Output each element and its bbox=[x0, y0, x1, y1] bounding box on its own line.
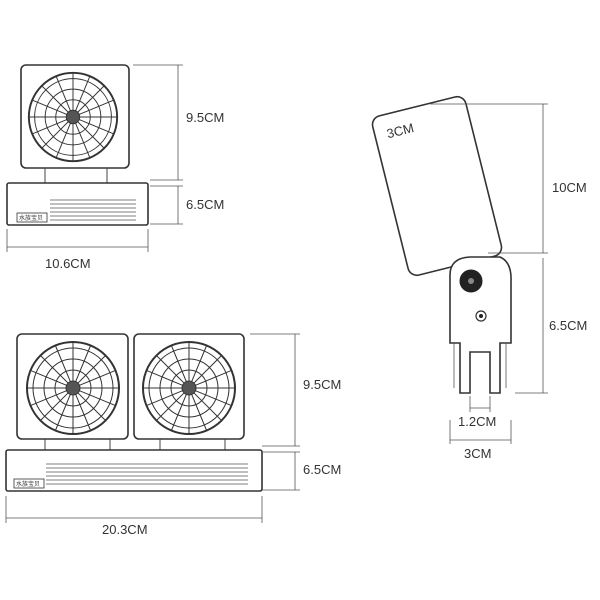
fan-icon-left bbox=[26, 341, 120, 435]
double-base-vents bbox=[46, 463, 248, 485]
clamp-slot-width-label: 1.2CM bbox=[458, 414, 496, 429]
double-width-label: 20.3CM bbox=[102, 522, 148, 537]
clamp-height-label: 6.5CM bbox=[549, 318, 587, 333]
single-width-label: 10.6CM bbox=[45, 256, 91, 271]
clamp-panel-width-label: 3CM bbox=[385, 120, 415, 141]
clamp-width-label: 3CM bbox=[464, 446, 491, 461]
double-fan-height-label: 9.5CM bbox=[303, 377, 341, 392]
double-fan-unit: 水族宝贝 9.5CM 6.5CM 20.3CM bbox=[5, 333, 341, 537]
double-brand-label: 水族宝贝 bbox=[16, 480, 40, 488]
single-fan-unit: 水族宝贝 9.5CM 6.5CM 10.6CM bbox=[6, 64, 224, 271]
clamp-panel-length-label: 10CM bbox=[552, 180, 587, 195]
single-base-vents bbox=[50, 199, 136, 221]
single-fan-height-label: 9.5CM bbox=[186, 110, 224, 125]
single-base-height-label: 6.5CM bbox=[186, 197, 224, 212]
single-brand-label: 水族宝贝 bbox=[19, 214, 43, 222]
fan-icon-right bbox=[142, 341, 236, 435]
clamp-panel: 3CM bbox=[371, 95, 503, 277]
fan-icon bbox=[27, 71, 119, 163]
clamp-mount: 3CM 10CM 6.5CM 1.2CM 3CM bbox=[371, 95, 587, 461]
double-base-height-label: 6.5CM bbox=[303, 462, 341, 477]
